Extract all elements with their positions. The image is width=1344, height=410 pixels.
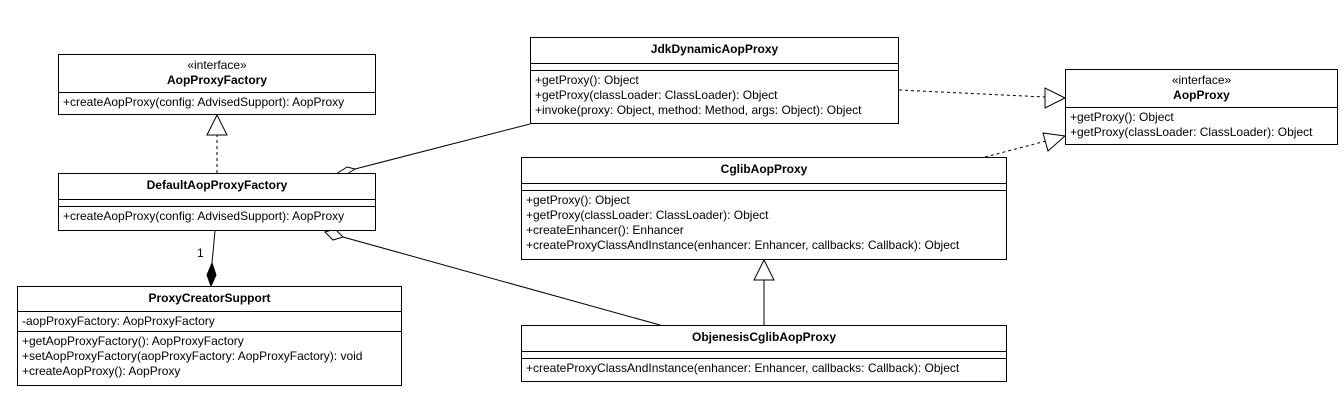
- operation: +getProxy(): Object: [1070, 110, 1174, 124]
- operation: +createAopProxy(): AopProxy: [22, 364, 181, 378]
- attributes-section: [59, 200, 375, 207]
- class-header: JdkDynamicAopProxy: [531, 38, 898, 64]
- operation: +getProxy(): Object: [526, 193, 630, 207]
- class-name: ObjenesisCglibAopProxy: [691, 330, 837, 344]
- realization-arrowhead-cglib: [1042, 132, 1067, 152]
- realization-cglib-to-aopproxy: [984, 140, 1047, 158]
- operations-section: +getProxy(): Object +getProxy(classLoade…: [522, 191, 1006, 255]
- class-cglib-aop-proxy[interactable]: CglibAopProxy +getProxy(): Object +getPr…: [521, 157, 1007, 260]
- class-aop-proxy[interactable]: «interface» AopProxy +getProxy(): Object…: [1065, 69, 1338, 145]
- realization-arrowhead: [206, 113, 228, 136]
- operation: +createAopProxy(config: AdvisedSupport):…: [63, 209, 345, 223]
- realization-jdk-to-aopproxy: [898, 89, 1046, 98]
- class-header: DefaultAopProxyFactory: [59, 174, 375, 200]
- stereotype-label: «interface»: [187, 58, 247, 72]
- class-default-aop-proxy-factory[interactable]: DefaultAopProxyFactory +createAopProxy(c…: [58, 173, 376, 231]
- composition-diamond: [206, 261, 217, 288]
- operation: +getProxy(): Object: [535, 73, 639, 87]
- composition-multiplicity: 1: [197, 246, 204, 260]
- operation: +invoke(proxy: Object, method: Method, a…: [535, 103, 862, 117]
- operations-section: +createAopProxy(config: AdvisedSupport):…: [59, 207, 375, 226]
- operations-section: +getAopProxyFactory(): AopProxyFactory +…: [18, 332, 401, 381]
- generalization-arrowhead: [753, 258, 775, 281]
- attributes-section: [522, 184, 1006, 191]
- attributes-section: [531, 64, 898, 71]
- attributes-section: -aopProxyFactory: AopProxyFactory: [18, 312, 401, 332]
- class-name: AopProxyFactory: [166, 73, 268, 87]
- operation: +getProxy(classLoader: ClassLoader): Obj…: [1070, 125, 1313, 139]
- class-header: «interface» AopProxy: [1066, 70, 1337, 108]
- operations-section: +getProxy(): Object +getProxy(classLoade…: [531, 71, 898, 120]
- class-name: AopProxy: [1173, 88, 1230, 102]
- attributes-section: [522, 352, 1006, 359]
- class-name: ProxyCreatorSupport: [148, 291, 271, 305]
- stereotype-label: «interface»: [1171, 73, 1232, 87]
- class-name: DefaultAopProxyFactory: [146, 178, 288, 192]
- class-header: ObjenesisCglibAopProxy: [522, 326, 1006, 352]
- class-proxy-creator-support[interactable]: ProxyCreatorSupport -aopProxyFactory: Ao…: [17, 286, 402, 386]
- aggregation-default-to-objenesis: [342, 236, 661, 326]
- operation: +setAopProxyFactory(aopProxyFactory: Aop…: [22, 349, 363, 363]
- operation: +createProxyClassAndInstance(enhancer: E…: [526, 361, 960, 375]
- operation: +createAopProxy(config: AdvisedSupport):…: [63, 95, 345, 109]
- operation: +getProxy(classLoader: ClassLoader): Obj…: [535, 88, 778, 102]
- operation: +getAopProxyFactory(): AopProxyFactory: [22, 334, 244, 348]
- attribute: -aopProxyFactory: AopProxyFactory: [22, 314, 215, 328]
- class-header: «interface» AopProxyFactory: [59, 55, 375, 93]
- operation: +createEnhancer(): Enhancer: [526, 223, 684, 237]
- composition-creator-to-default: [211, 230, 216, 264]
- class-aop-proxy-factory[interactable]: «interface» AopProxyFactory +createAopPr…: [58, 54, 376, 115]
- operations-section: +createAopProxy(config: AdvisedSupport):…: [59, 93, 375, 112]
- class-name: JdkDynamicAopProxy: [650, 42, 779, 56]
- aggregation-default-to-jdk: [354, 123, 531, 170]
- operation: +createProxyClassAndInstance(enhancer: E…: [526, 238, 960, 252]
- operation: +getProxy(classLoader: ClassLoader): Obj…: [526, 208, 769, 222]
- realization-arrowhead-jdk: [1044, 87, 1067, 109]
- class-objenesis-cglib-aop-proxy[interactable]: ObjenesisCglibAopProxy +createProxyClass…: [521, 325, 1007, 382]
- class-name: CglibAopProxy: [720, 162, 808, 176]
- class-header: ProxyCreatorSupport: [18, 287, 401, 312]
- class-jdk-dynamic-aop-proxy[interactable]: JdkDynamicAopProxy +getProxy(): Object +…: [530, 37, 899, 124]
- operations-section: +getProxy(): Object +getProxy(classLoade…: [1066, 108, 1337, 142]
- operations-section: +createProxyClassAndInstance(enhancer: E…: [522, 359, 1006, 378]
- class-header: CglibAopProxy: [522, 158, 1006, 184]
